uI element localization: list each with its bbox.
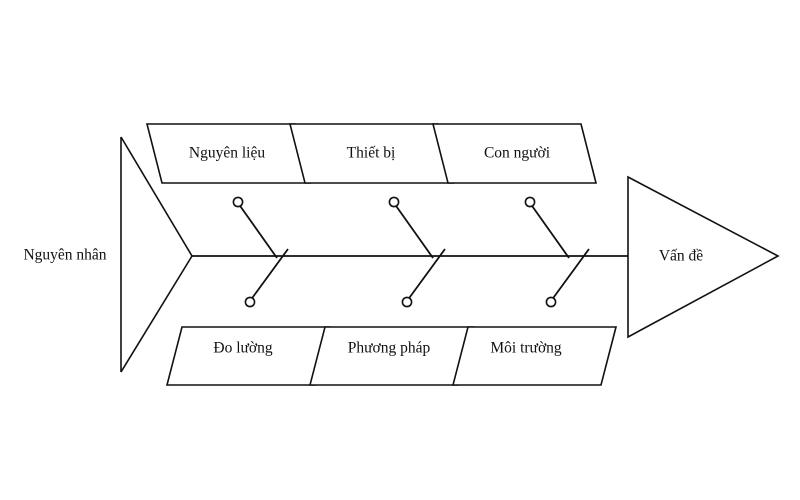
bone-node-circle-bottom-1[interactable] bbox=[401, 296, 413, 308]
category-label-bottom-2: Môi trường bbox=[490, 340, 562, 357]
bone-line-bottom-2 bbox=[550, 248, 590, 302]
bone-line-bottom-0 bbox=[249, 248, 289, 302]
category-label-bottom-1: Phương pháp bbox=[348, 340, 431, 357]
category-label-bottom-0: Đo lường bbox=[213, 340, 272, 357]
bone-line-top-2 bbox=[529, 202, 570, 259]
tail-upper-diagonal bbox=[120, 136, 193, 257]
bone-node-circle-top-1[interactable] bbox=[388, 196, 400, 208]
bone-node-circle-bottom-0[interactable] bbox=[244, 296, 256, 308]
effect-label: Vấn đề bbox=[659, 248, 703, 265]
effect-head-triangle bbox=[627, 175, 780, 339]
category-label-top-0: Nguyên liệu bbox=[189, 145, 265, 162]
category-label-top-1: Thiết bị bbox=[347, 145, 396, 162]
bone-node-circle-top-0[interactable] bbox=[232, 196, 244, 208]
category-box-top-2[interactable] bbox=[431, 123, 598, 184]
tail-lower-diagonal bbox=[120, 255, 193, 373]
causes-label: Nguyên nhân bbox=[23, 247, 106, 264]
category-box-bottom-2[interactable] bbox=[451, 326, 618, 386]
bone-node-circle-bottom-2[interactable] bbox=[545, 296, 557, 308]
bone-line-bottom-1 bbox=[406, 248, 446, 302]
category-label-top-2: Con người bbox=[484, 145, 551, 162]
bone-line-top-0 bbox=[237, 202, 278, 259]
bone-node-circle-top-2[interactable] bbox=[524, 196, 536, 208]
bone-line-top-1 bbox=[393, 202, 434, 259]
